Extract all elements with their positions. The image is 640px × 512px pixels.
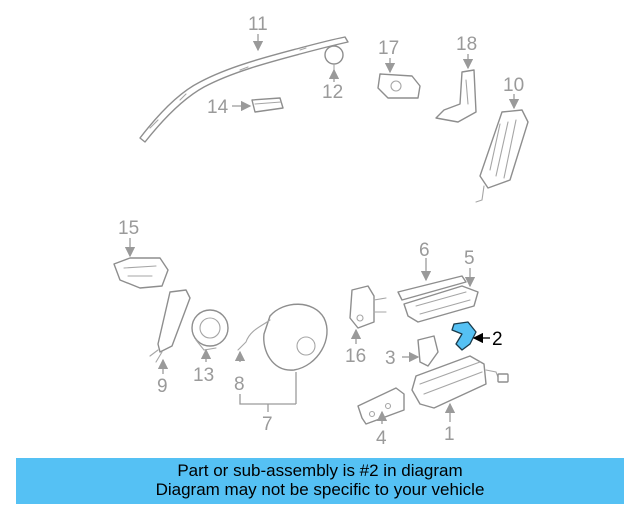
callout-11: 11 bbox=[248, 14, 268, 35]
part-5-knee-airbag[interactable] bbox=[403, 285, 479, 323]
callout-15: 15 bbox=[118, 218, 139, 239]
info-banner: Part or sub-assembly is #2 in diagram Di… bbox=[16, 458, 624, 504]
callout-4: 4 bbox=[376, 428, 387, 449]
part-13-clockspring[interactable] bbox=[191, 309, 229, 351]
callout-6: 6 bbox=[419, 240, 430, 261]
callout-1: 1 bbox=[444, 424, 455, 445]
part-2-bracket-highlighted[interactable] bbox=[451, 321, 477, 351]
part-16-sensor[interactable] bbox=[349, 285, 387, 329]
banner-line-part-info: Part or sub-assembly is #2 in diagram bbox=[177, 461, 463, 480]
callout-12: 12 bbox=[322, 82, 343, 103]
callout-13: 13 bbox=[193, 365, 214, 386]
part-10-side-airbag[interactable] bbox=[475, 109, 529, 203]
callout-3: 3 bbox=[385, 348, 396, 369]
part-18-bracket[interactable] bbox=[435, 69, 477, 123]
callout-9: 9 bbox=[157, 376, 168, 397]
callout-8: 8 bbox=[234, 374, 245, 395]
part-8-driver-airbag[interactable] bbox=[237, 303, 328, 371]
part-12-cap[interactable] bbox=[324, 45, 344, 73]
parts-diagram: 11 12 14 17 18 10 15 6 bbox=[113, 14, 529, 449]
part-14-sensor[interactable] bbox=[251, 97, 284, 113]
part-9-trim[interactable] bbox=[149, 289, 191, 363]
part-3-clip[interactable] bbox=[417, 335, 439, 367]
callout-2: 2 bbox=[492, 329, 503, 350]
part-11-curtain-airbag[interactable] bbox=[139, 36, 349, 143]
callout-10: 10 bbox=[503, 75, 524, 96]
callout-5: 5 bbox=[464, 248, 475, 269]
part-17-module[interactable] bbox=[377, 73, 421, 99]
callout-16: 16 bbox=[345, 346, 366, 367]
part-15-housing[interactable] bbox=[113, 257, 169, 289]
part-1-passenger-airbag[interactable] bbox=[411, 355, 509, 409]
part-4-bracket[interactable] bbox=[357, 387, 405, 425]
banner-line-disclaimer: Diagram may not be specific to your vehi… bbox=[155, 480, 485, 499]
callout-14: 14 bbox=[207, 97, 229, 118]
callout-17: 17 bbox=[378, 38, 399, 59]
callout-18: 18 bbox=[456, 34, 477, 55]
callout-7: 7 bbox=[262, 414, 273, 435]
